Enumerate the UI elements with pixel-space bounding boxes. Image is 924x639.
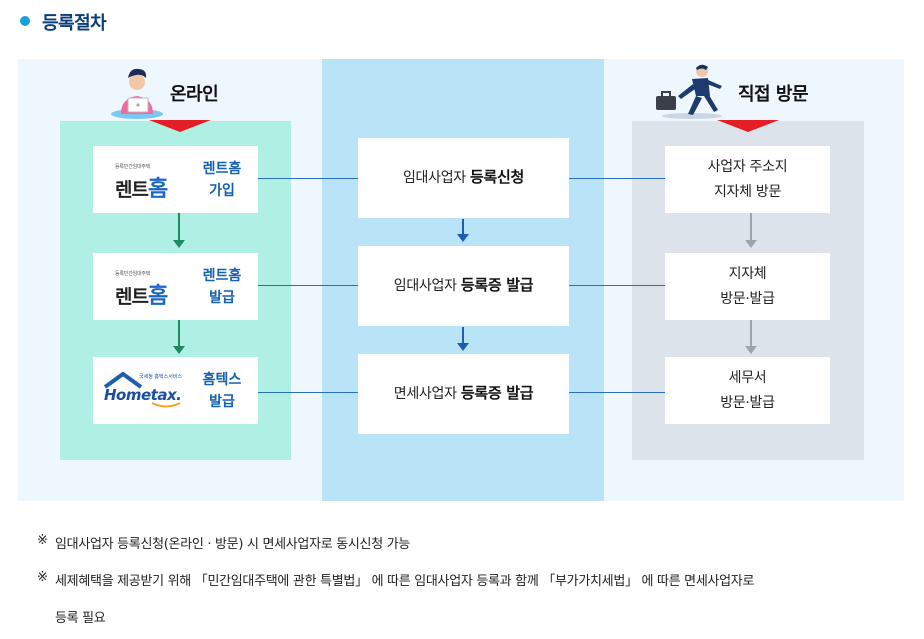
flow-arrow-line [750, 213, 752, 241]
visit-heading: 직접 방문 [738, 84, 809, 105]
flow-arrow-line [178, 320, 180, 347]
online-step-2: 등록민간임대주택 렌트홈 렌트홈 발급 [93, 253, 258, 320]
flow-arrow-line [178, 213, 180, 241]
step-line2: 지자체 방문 [713, 183, 782, 200]
step-label-line2: 가입 [209, 183, 235, 199]
visit-step-1: 사업자 주소지 지자체 방문 [665, 146, 830, 213]
note-mark: ※ [37, 570, 48, 585]
renthome-logo: 렌트홈 [115, 284, 169, 309]
connector-line [258, 285, 358, 286]
step-label-line1: 렌트홈 [202, 161, 242, 177]
center-step-1: 임대사업자 등록신청 [358, 138, 569, 218]
renthome-logo-caption: 등록민간임대주택 [115, 271, 151, 277]
person-with-laptop-icon [108, 58, 166, 120]
down-arrow-icon [745, 240, 757, 248]
online-step-3: 국세청 홈택스서비스 Hometax. 홈텍스 발급 [93, 357, 258, 424]
connector-line [258, 392, 358, 393]
renthome-logo: 렌트홈 [115, 177, 169, 202]
online-indicator-arrow-icon [149, 120, 211, 132]
center-step-2: 임대사업자 등록증 발급 [358, 246, 569, 326]
connector-line [258, 178, 358, 179]
step-line1: 세무서 [728, 369, 767, 386]
hometax-logo-caption: 국세청 홈택스서비스 [139, 374, 182, 380]
visit-step-2: 지자체 방문·발급 [665, 253, 830, 320]
step-line2: 방문·발급 [720, 394, 775, 411]
flow-arrow-line [750, 320, 752, 347]
step-strong: 등록증 발급 [460, 276, 534, 294]
step-line1: 사업자 주소지 [707, 158, 788, 175]
flow-arrow-line [462, 327, 464, 344]
online-step-1: 등록민간임대주택 렌트홈 렌트홈 가입 [93, 146, 258, 213]
connector-line [569, 285, 665, 286]
step-prefix: 면세사업자 [393, 386, 461, 402]
house-roof-icon [103, 371, 143, 389]
step-strong: 등록신청 [470, 168, 525, 186]
down-arrow-icon [173, 346, 185, 354]
walking-businessman-icon [652, 62, 728, 120]
connector-line [569, 392, 665, 393]
step-line1: 지자체 [728, 265, 767, 282]
step-label-line1: 홈텍스 [202, 372, 242, 388]
renthome-logo-caption: 등록민간임대주택 [115, 164, 151, 170]
center-step-3: 면세사업자 등록증 발급 [358, 354, 569, 434]
note-text-continuation: 등록 필요 [55, 611, 106, 626]
down-arrow-icon [457, 343, 469, 351]
down-arrow-icon [173, 240, 185, 248]
step-line2: 방문·발급 [720, 290, 775, 307]
step-strong: 등록증 발급 [460, 384, 534, 402]
visit-step-3: 세무서 방문·발급 [665, 357, 830, 424]
down-arrow-icon [745, 346, 757, 354]
title-bullet-icon [20, 16, 30, 26]
step-label-line2: 발급 [209, 394, 235, 410]
step-label-line1: 렌트홈 [202, 268, 242, 284]
hometax-logo: 국세청 홈택스서비스 Hometax. [103, 371, 185, 411]
flow-arrow-line [462, 219, 464, 235]
down-arrow-icon [457, 234, 469, 242]
online-heading: 온라인 [170, 84, 219, 105]
step-label-line2: 발급 [209, 290, 235, 306]
note-text: 임대사업자 등록신청(온라인 · 방문) 시 면세사업자로 동시신청 가능 [55, 537, 411, 552]
step-prefix: 임대사업자 [402, 170, 471, 186]
step-prefix: 임대사업자 [393, 278, 461, 294]
swoosh-icon [151, 402, 181, 408]
visit-indicator-arrow-icon [717, 120, 779, 132]
note-text: 세제혜택을 제공받기 위해 「민간임대주택에 관한 특별법」 에 따른 임대사업… [55, 574, 755, 589]
note-mark: ※ [37, 533, 48, 548]
page-title: 등록절차 [42, 13, 107, 34]
hometax-logo-text: Hometax. [104, 386, 182, 404]
connector-line [569, 178, 665, 179]
